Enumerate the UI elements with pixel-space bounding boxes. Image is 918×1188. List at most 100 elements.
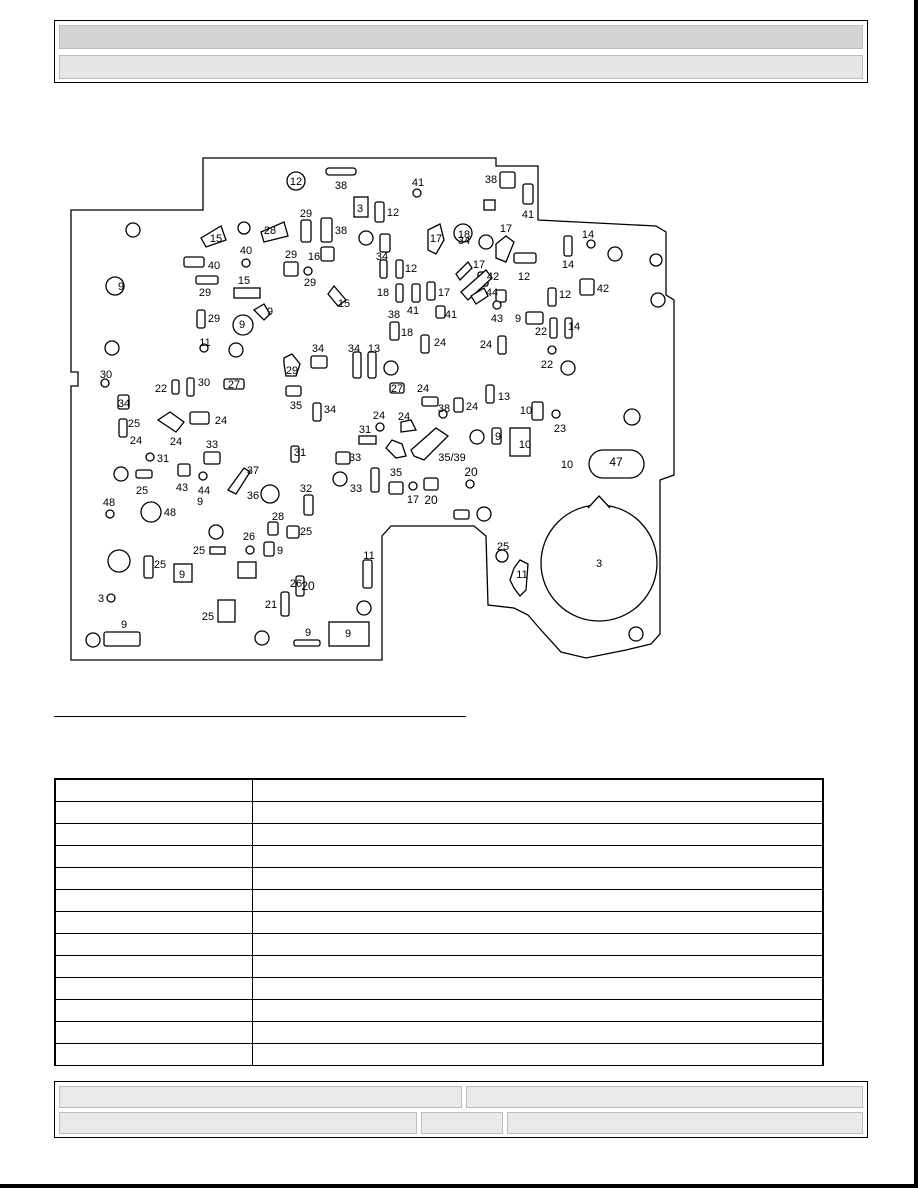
callout-41: 41: [412, 177, 424, 189]
callout-10: 10: [520, 405, 532, 417]
callout-33: 33: [349, 452, 361, 464]
callout-9: 9: [197, 496, 203, 508]
callout-34: 34: [458, 235, 470, 247]
legend-description-cell: [252, 1021, 824, 1044]
callout-16: 16: [308, 251, 320, 263]
callout-25: 25: [136, 485, 148, 497]
legend-description-cell: [252, 778, 824, 802]
legend-row: [54, 823, 824, 846]
legend-table: [54, 778, 824, 1066]
callout-26: 26: [243, 531, 255, 543]
legend-description-cell: [252, 867, 824, 890]
callout-35: 35: [290, 400, 302, 412]
callout-9: 9: [515, 313, 521, 325]
section-divider: [54, 716, 466, 717]
callout-37: 37: [247, 465, 259, 477]
footer-cell-right-top: [466, 1086, 863, 1108]
legend-callout-cell: [54, 1043, 253, 1066]
legend-row: [54, 999, 824, 1022]
callout-9: 9: [239, 319, 245, 331]
callout-13: 13: [368, 343, 380, 355]
callout-14: 14: [568, 321, 580, 333]
callout-43: 43: [176, 482, 188, 494]
callout-9: 9: [179, 569, 185, 581]
callout-31: 31: [157, 453, 169, 465]
callout-15: 15: [238, 275, 250, 287]
legend-callout-cell: [54, 977, 253, 1000]
accumulator-tab: [587, 495, 611, 509]
callout-38: 38: [335, 225, 347, 237]
page-footer: [54, 1081, 868, 1138]
callout-38: 38: [335, 180, 347, 192]
callout-41: 41: [522, 209, 534, 221]
callout-40: 40: [208, 260, 220, 272]
callout-20: 20: [301, 579, 315, 593]
callout-44: 44: [198, 485, 210, 497]
callout-12: 12: [405, 263, 417, 275]
callout-26: 26: [290, 578, 302, 590]
callout-14: 14: [582, 229, 594, 241]
legend-description-cell: [252, 977, 824, 1000]
legend-row: [54, 778, 824, 802]
callout-25: 25: [128, 418, 140, 430]
holes-layer: [85, 167, 666, 648]
callout-24: 24: [466, 401, 478, 413]
callout-25: 25: [497, 541, 509, 553]
callout-40: 40: [240, 245, 252, 257]
header-title-bar: [59, 25, 863, 49]
legend-description-cell: [252, 823, 824, 846]
callout-3: 3: [357, 203, 363, 215]
legend-row: [54, 1021, 824, 1044]
legend-callout-cell: [54, 801, 253, 824]
legend-row: [54, 933, 824, 956]
legend-callout-cell: [54, 999, 253, 1022]
legend-description-cell: [252, 911, 824, 934]
callout-12: 12: [559, 289, 571, 301]
legend-description-cell: [252, 999, 824, 1022]
callout-31: 31: [294, 447, 306, 459]
callout-27: 27: [228, 379, 240, 391]
callout-25: 25: [193, 545, 205, 557]
callout-34: 34: [324, 404, 336, 416]
callout-24: 24: [480, 339, 492, 351]
callout-36: 36: [247, 490, 259, 502]
callout-38: 38: [485, 174, 497, 186]
legend-row: [54, 867, 824, 890]
callout-9: 9: [495, 431, 501, 443]
callout-3: 3: [98, 593, 104, 605]
legend-callout-cell: [54, 867, 253, 890]
callout-22: 22: [541, 359, 553, 371]
callout-10: 10: [519, 439, 531, 451]
callout-42: 42: [487, 271, 499, 283]
header-subtitle-bar: [59, 55, 863, 79]
callout-15: 15: [338, 298, 350, 310]
legend-body: [54, 778, 824, 1066]
callout-9: 9: [267, 306, 273, 318]
callout-43: 43: [491, 313, 503, 325]
callout-15: 15: [210, 233, 222, 245]
callout-9: 9: [277, 545, 283, 557]
legend-description-cell: [252, 1043, 824, 1066]
callout-29: 29: [304, 277, 316, 289]
callout-33: 33: [206, 439, 218, 451]
callout-32: 32: [300, 483, 312, 495]
callout-18: 18: [458, 229, 470, 241]
callout-24: 24: [215, 415, 227, 427]
callout-21: 21: [265, 599, 277, 611]
legend-callout-cell: [54, 1021, 253, 1044]
callout-27: 27: [391, 383, 403, 395]
callout-12: 12: [387, 207, 399, 219]
legend-row: [54, 845, 824, 868]
callout-38: 38: [388, 309, 400, 321]
legend-row: [54, 1043, 824, 1066]
callout-48: 48: [164, 507, 176, 519]
legend-callout-cell: [54, 933, 253, 956]
legend-callout-cell: [54, 955, 253, 978]
callout-11: 11: [199, 337, 210, 349]
callout-24: 24: [398, 411, 410, 423]
callout-13: 13: [498, 391, 510, 403]
callout-47: 47: [609, 455, 623, 469]
valve-body-svg: 1238413831234412928383417181714154029161…: [70, 157, 675, 661]
